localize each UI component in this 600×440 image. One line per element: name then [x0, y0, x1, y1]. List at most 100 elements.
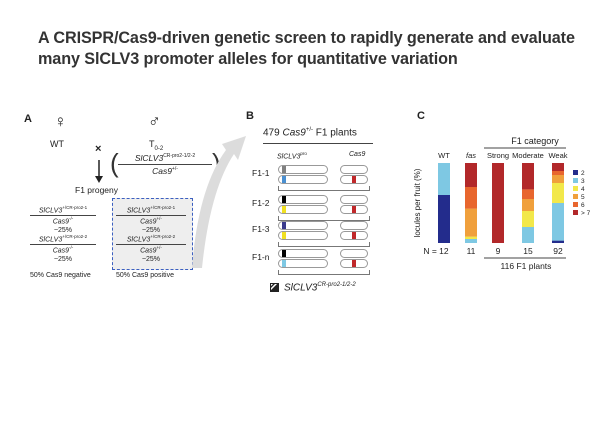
neg-caption: 50% Cas9 negative — [30, 272, 91, 279]
category-label: Weak — [548, 151, 567, 160]
allele-block — [282, 196, 286, 203]
male-symbol: ♂ — [148, 112, 161, 131]
allele-block — [282, 206, 286, 213]
cas9-block — [352, 206, 356, 213]
bar-segment — [552, 203, 564, 241]
bar-segment — [552, 175, 564, 183]
pos-genotype-1: SlCLV3+/CR-pro2-1 Cas9+/- ~25% — [116, 205, 186, 234]
chromosome — [340, 249, 368, 258]
chromosome — [278, 221, 328, 230]
bar-segment — [522, 211, 534, 227]
chromosome — [278, 231, 328, 240]
bar-segment — [465, 236, 477, 239]
row-label: F1-2 — [252, 198, 270, 208]
header-rule — [263, 143, 373, 144]
chromosome — [340, 221, 368, 230]
bar-segment — [465, 208, 477, 237]
cross-genotype: SlCLV3CR-pro2-1/2-2 Cas9+/- — [118, 153, 212, 176]
chromosome — [340, 205, 368, 214]
chromosome — [340, 165, 368, 174]
top-category-label: F1 category — [511, 136, 559, 146]
category-label: Strong — [487, 151, 509, 160]
t-generation-label: T0-2 — [149, 139, 164, 152]
female-symbol: ♀ — [54, 112, 67, 131]
f1-progeny-label: F1 progeny — [75, 185, 118, 195]
legend-label: 3 — [581, 178, 585, 185]
chromosome — [340, 259, 368, 268]
bar-segment — [552, 183, 564, 203]
neg-genotype-1: SlCLV3+/CR-pro2-1 Cas9-/- ~25% — [30, 205, 96, 234]
allele-block — [282, 250, 286, 257]
panel-b-header: 479 Cas9+/- F1 plants — [263, 127, 357, 139]
y-axis-label: locules per fruit (%) — [413, 168, 422, 237]
bottom-category-label: 116 F1 plants — [501, 261, 552, 271]
cas9-block — [352, 176, 356, 183]
legend-genotype: SlCLV3CR-pro2-1/2-2 — [284, 282, 356, 294]
category-label: WT — [438, 151, 450, 160]
row-label: F1-3 — [252, 224, 270, 234]
figure-title: A CRISPR/Cas9-driven genetic screen to r… — [38, 29, 575, 68]
legend-label: 5 — [581, 194, 585, 201]
bar-segment — [438, 163, 450, 195]
legend-swatch — [573, 170, 578, 175]
bar-segment — [465, 163, 477, 187]
cas9-block — [352, 232, 356, 239]
legend-swatch — [573, 202, 578, 207]
bar-segment — [522, 189, 534, 199]
allele-block — [282, 222, 286, 229]
count-label: 15 — [523, 246, 533, 256]
col-cas9-label: Cas9 — [349, 151, 366, 158]
allele-block — [282, 260, 286, 267]
allele-block — [282, 166, 286, 173]
bar-segment — [522, 227, 534, 243]
count-label: N = 12 — [423, 246, 449, 256]
wt-label: WT — [50, 139, 64, 149]
bar-segment — [465, 187, 477, 209]
cross-symbol: × — [95, 143, 102, 155]
bar-segment — [492, 163, 504, 243]
bar-segment — [522, 199, 534, 211]
chromosome — [340, 175, 368, 184]
row-label: F1-n — [252, 252, 270, 262]
row-bracket — [278, 186, 370, 191]
row-label: F1-1 — [252, 168, 270, 178]
col-slclv3-label: SlCLV3pro — [277, 151, 307, 161]
paren-left: ( — [110, 148, 119, 178]
legend-swatch — [573, 194, 578, 199]
bar-segment — [552, 163, 564, 171]
legend-swatch — [573, 210, 578, 215]
cas9-block — [352, 260, 356, 267]
chromosome — [340, 231, 368, 240]
allele-block — [282, 232, 286, 239]
pos-genotype-2: SlCLV3+/CR-pro2-2 Cas9+/- ~25% — [116, 234, 186, 263]
legend-swatch — [573, 186, 578, 191]
row-bracket — [278, 242, 370, 247]
chromosome — [278, 249, 328, 258]
legend-label: 6 — [581, 202, 585, 209]
legend-label: 4 — [581, 186, 585, 193]
bar-segment — [552, 171, 564, 175]
hatched-legend-icon — [270, 283, 279, 292]
count-label: 11 — [467, 246, 476, 256]
category-label: fas — [466, 151, 476, 160]
panel-c-label: C — [417, 110, 425, 122]
row-bracket — [278, 270, 370, 275]
panel-b-label: B — [246, 110, 254, 122]
chromosome — [278, 259, 328, 268]
row-bracket — [278, 216, 370, 221]
chromosome — [278, 165, 328, 174]
category-label: Moderate — [512, 151, 544, 160]
chromosome — [278, 175, 328, 184]
legend-label: > 7 — [581, 210, 591, 217]
curved-arrow-icon — [192, 136, 246, 268]
legend-label: 2 — [581, 170, 585, 177]
bar-segment — [552, 240, 564, 243]
bar-segment — [522, 163, 534, 190]
chromosome — [278, 195, 328, 204]
cas9-positive-box — [112, 198, 193, 270]
panel-a-label: A — [24, 113, 32, 125]
bar-segment — [465, 239, 477, 243]
count-label: 92 — [553, 246, 563, 256]
neg-genotype-2: SlCLV3+/CR-pro2-2 Cas9-/- ~25% — [30, 234, 96, 263]
